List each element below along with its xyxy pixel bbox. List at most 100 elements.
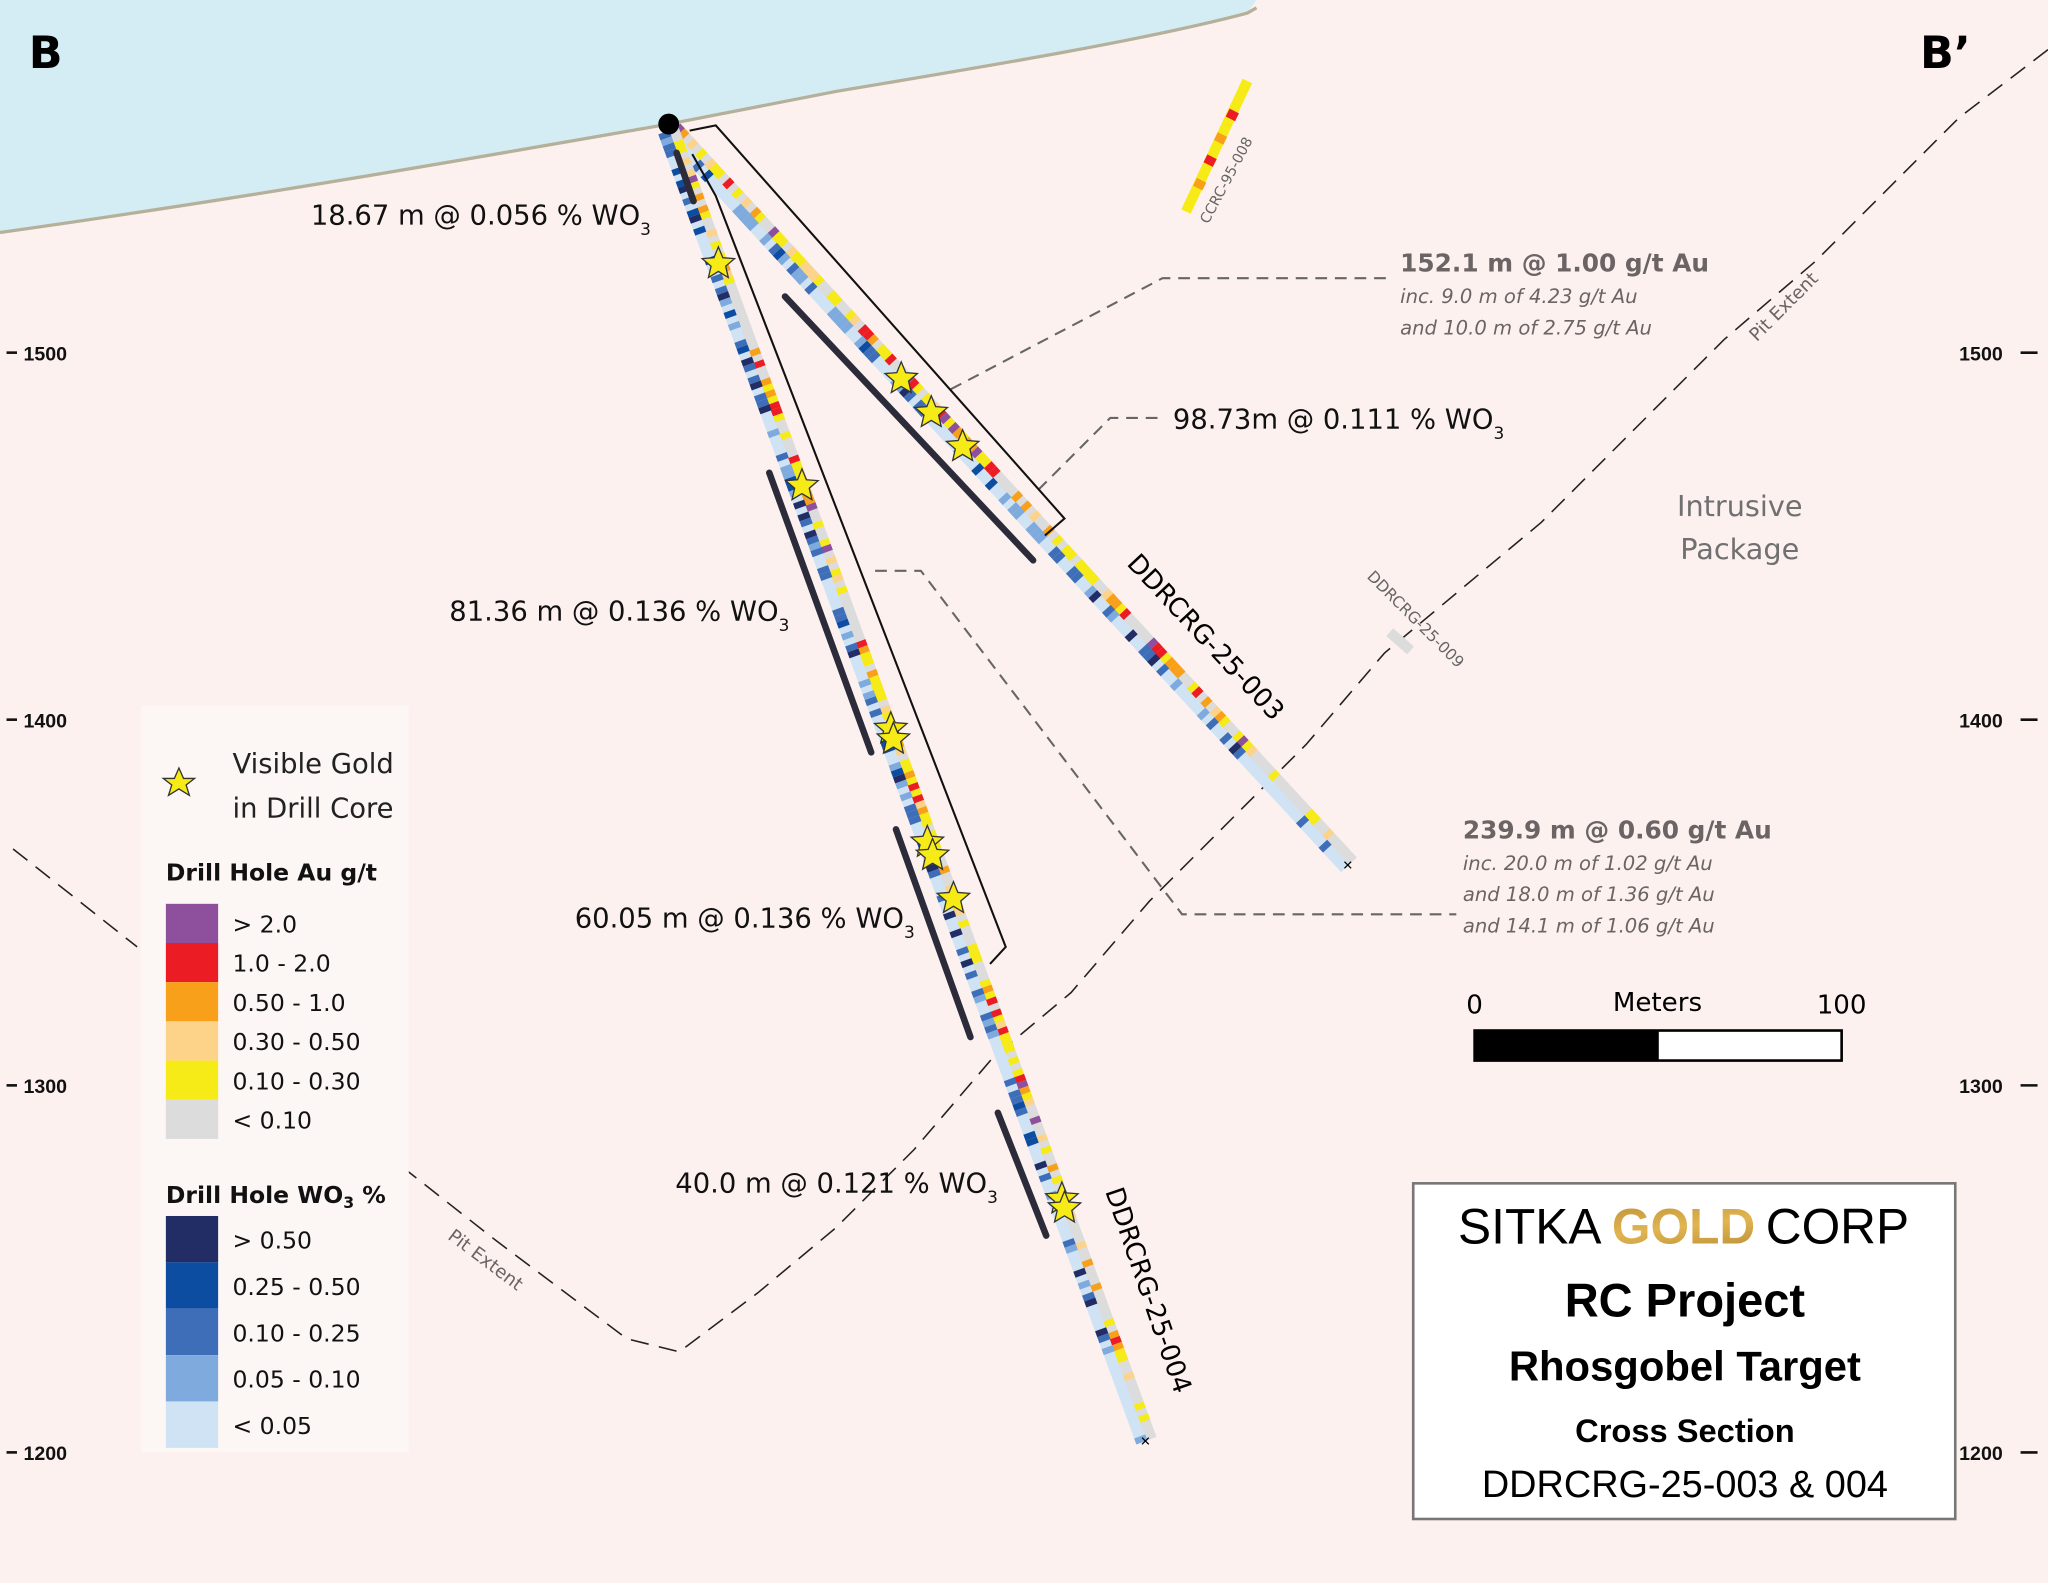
hole-004-au-sample bbox=[999, 1032, 1012, 1042]
hole-003-wo3-sample bbox=[1205, 717, 1219, 731]
elevation-tick: 1400 bbox=[1959, 711, 2003, 733]
legend-au-label: 1.0 - 2.0 bbox=[232, 950, 330, 978]
hole-003-wo3-sample bbox=[831, 311, 845, 325]
hole-004-wo3-sample bbox=[779, 463, 794, 474]
zone-label-line2: Package bbox=[1680, 532, 1799, 566]
hole-003-au-sample bbox=[857, 324, 870, 337]
hole-004-wo3-sample bbox=[979, 1011, 994, 1022]
hole-009-strip bbox=[1386, 628, 1415, 655]
legend-au-label: 0.30 - 0.50 bbox=[232, 1028, 360, 1056]
hole-003-au-sample bbox=[1146, 637, 1159, 650]
hole-004-wo3-sample bbox=[964, 969, 978, 980]
hole-003-au-sample bbox=[1028, 510, 1042, 523]
hole-004-au-sample bbox=[1040, 1145, 1053, 1155]
hole-003-au-sample bbox=[1168, 661, 1181, 674]
hole-004-au-sample bbox=[710, 240, 723, 250]
hole-003-wo3-sample bbox=[790, 267, 804, 281]
hole-004-wo3-sample bbox=[808, 541, 822, 552]
wo3-interval-bar bbox=[766, 469, 875, 756]
hole-004-wo3-sample bbox=[899, 791, 913, 802]
hole-003-au-sample bbox=[1191, 686, 1204, 699]
hole-004-au-sample bbox=[683, 168, 696, 179]
hole-003-wo3-sample bbox=[984, 477, 998, 491]
hole-003-au-sample bbox=[1268, 769, 1281, 782]
legend: Visible Gold in Drill Core Drill Hole Au… bbox=[141, 705, 409, 1453]
hole-003-wo3-sample bbox=[1029, 526, 1043, 540]
legend-au-swatch bbox=[165, 943, 219, 983]
hole-004-wo3-sample bbox=[927, 868, 941, 879]
hole-004-wo3-sample bbox=[671, 166, 685, 177]
hole-004-wo3-sample bbox=[740, 356, 755, 367]
hole-003-wo3-sample bbox=[1318, 839, 1332, 853]
hole-004-wo3-sample bbox=[1095, 1327, 1109, 1338]
hole-004-wo3-sample bbox=[710, 273, 724, 284]
hole-004-au-sample bbox=[1081, 1258, 1094, 1268]
au-interval-detail: and 14.1 m of 1.06 g/t Au bbox=[1463, 915, 1715, 938]
section-end-label: B’ bbox=[1920, 28, 1971, 79]
hole-004-au-sample bbox=[753, 359, 766, 369]
visible-gold-star-icon bbox=[883, 360, 920, 394]
legend-wo3-label: > 0.50 bbox=[232, 1227, 312, 1255]
visible-gold-star-icon bbox=[913, 394, 950, 428]
hole-003-au-sample bbox=[1245, 745, 1258, 757]
hole-003-wo3-sample bbox=[1052, 551, 1066, 564]
hole-003-au-sample bbox=[1083, 568, 1096, 581]
hole-003-wo3-sample bbox=[795, 272, 809, 285]
hole-003-au-sample bbox=[1087, 573, 1100, 586]
hole-003-au-sample bbox=[826, 289, 839, 302]
hole-004-au-sample bbox=[1007, 1055, 1020, 1066]
au-interval-004: 239.9 m @ 0.60 g/t Au inc. 20.0 m of 1.0… bbox=[1463, 816, 1772, 938]
hole-003-au-sample bbox=[983, 461, 997, 474]
legend-wo3-swatch bbox=[165, 1215, 219, 1263]
hole-004-au-sample bbox=[764, 389, 777, 399]
leader-line-au-004 bbox=[875, 569, 1457, 916]
hole-003-wo3-sample bbox=[732, 203, 746, 217]
hole-003-au-sample bbox=[812, 275, 825, 288]
hole-004-au-sample bbox=[788, 454, 801, 465]
hole-004-au-sample bbox=[1029, 1115, 1042, 1126]
hole-004-au-sample bbox=[870, 680, 883, 691]
hole-004-au-sample bbox=[866, 668, 879, 679]
hole-004-au-sample bbox=[790, 460, 803, 471]
hole-003-au-sample bbox=[952, 426, 965, 439]
hole-003-au-sample bbox=[771, 231, 785, 244]
visible-gold-star-icon bbox=[944, 427, 981, 462]
hole-004-wo3-sample bbox=[973, 993, 987, 1004]
wo3-interval-label: 40.0 m @ 0.121 % WO3 bbox=[675, 1168, 998, 1207]
hole-003-wo3-sample bbox=[1219, 732, 1233, 745]
hole-004-au-sample bbox=[905, 776, 918, 786]
leader-line-au-003 bbox=[950, 277, 1392, 391]
hole-003-au-sample bbox=[785, 245, 798, 258]
hole-004-wo3-sample bbox=[806, 535, 820, 546]
scale-bar: 0 Meters 100 bbox=[1466, 988, 1867, 1062]
hole-004-au-sample bbox=[1090, 1282, 1103, 1292]
hole-004-au-sample bbox=[825, 555, 838, 566]
visible-gold-star-icon bbox=[700, 245, 737, 279]
legend-au-label: 0.50 - 1.0 bbox=[232, 989, 345, 1017]
hole-004-au-sample bbox=[994, 1020, 1007, 1030]
hole-004-wo3-sample bbox=[662, 142, 676, 153]
hole-004-au-sample bbox=[909, 787, 922, 798]
hole-004-wo3-sample bbox=[793, 499, 807, 510]
hole-003-au-sample bbox=[749, 206, 762, 219]
section-holes: DDRCRG-25-003 & 004 bbox=[1482, 1464, 1888, 1506]
hole-004-au-sample bbox=[862, 656, 875, 667]
hole-004-wo3-sample bbox=[753, 392, 768, 403]
hole-003-au-sample bbox=[1114, 603, 1127, 616]
hole-003-au-sample bbox=[866, 333, 879, 346]
hole-004-au-sample bbox=[749, 347, 762, 357]
hole-003-au-sample bbox=[695, 147, 708, 160]
hole-003-au-sample bbox=[1200, 696, 1213, 709]
hole-004-au-sample bbox=[983, 990, 996, 1000]
hole-003-wo3-sample bbox=[759, 232, 773, 246]
wo3-interval-label: 81.36 m @ 0.136 % WO3 bbox=[449, 596, 789, 635]
hole-004-au-sample bbox=[1075, 1240, 1088, 1251]
hole-004-wo3-sample bbox=[677, 183, 692, 194]
hole-003-au-sample bbox=[988, 466, 1001, 479]
hole-008-sample bbox=[1193, 177, 1207, 191]
hole-004-au-sample bbox=[705, 228, 718, 238]
legend-wo3-label: 0.05 - 0.10 bbox=[232, 1366, 360, 1394]
hole-004-wo3-sample bbox=[693, 225, 707, 236]
collar-marker bbox=[658, 113, 680, 135]
